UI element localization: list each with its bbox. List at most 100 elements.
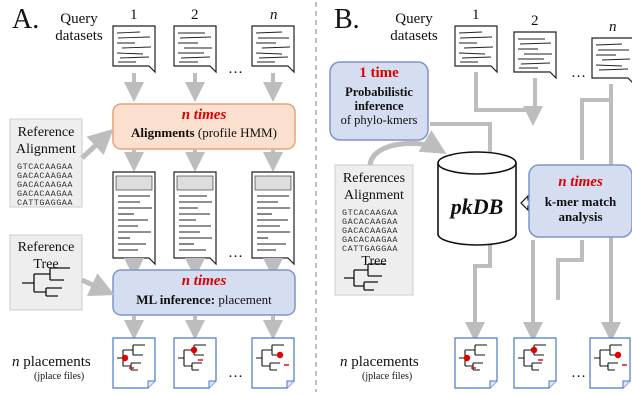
query-label-line2: datasets — [55, 28, 103, 44]
panel-b-query-label: Query datasets — [385, 11, 443, 45]
panel-a-letter: A. — [12, 4, 40, 35]
reference-alignment-label: Reference Alignment — [10, 124, 82, 158]
kmer-box-line2: analysis — [558, 209, 603, 224]
placement-dot — [530, 346, 538, 354]
reference-alignment-sequences: GTCACAAGAA GACACAAGAA GACACAAGAA GACACAA… — [17, 163, 73, 208]
prob-box-line1: Probabilistic — [345, 85, 413, 99]
ml-box-text: n times ML inference: placement — [113, 273, 295, 307]
panel-a-query-label: Query datasets — [50, 11, 108, 45]
aligned-doc-a1 — [112, 171, 156, 266]
ellipsis-placements-b: … — [571, 365, 586, 381]
query-doc-b2 — [513, 31, 557, 80]
placement-doc-b1 — [454, 337, 498, 389]
placements-n: n — [340, 354, 348, 370]
prob-box-text: 1 time Probabilistic inference of phylo-… — [330, 65, 428, 128]
references-box — [334, 164, 414, 296]
kmer-box-title: n times — [558, 174, 603, 190]
seq-line: GTCACAAGAA — [17, 162, 74, 172]
placement-doc-b2 — [513, 337, 557, 389]
query-label-line1: Query — [395, 11, 433, 27]
prob-box-line2: inference — [354, 99, 404, 113]
placement-dot — [276, 351, 284, 359]
references-tree-label: Tree — [361, 254, 387, 269]
placement-doc-an — [251, 337, 295, 389]
aligned-doc-an — [251, 171, 295, 266]
aligned-doc-a2 — [173, 171, 217, 266]
seq-line: CATTGAGGAA — [342, 244, 399, 254]
ml-box-rest: placement — [215, 292, 272, 307]
dataset-number-bn: n — [609, 19, 617, 35]
reference-tree-icon-b — [344, 263, 386, 291]
panel-b-letter: B. — [334, 4, 360, 35]
placement-dot — [463, 354, 471, 362]
placements-sub-b: (jplace files) — [362, 371, 413, 382]
references-label: References Alignment — [335, 170, 413, 204]
placements-label-a: n placements — [12, 355, 91, 370]
query-label-line2: datasets — [390, 28, 438, 44]
seq-line: GTCACAAGAA — [342, 208, 399, 218]
ellipsis-aligned-a: … — [228, 245, 243, 261]
reference-tree-icon-a — [22, 267, 70, 297]
reference-tree-label: Reference Tree — [10, 239, 82, 273]
prob-box-title: 1 time — [359, 65, 399, 81]
alignment-box-rest: (profile HMM) — [194, 125, 277, 140]
references-line1: References — [342, 171, 406, 186]
dataset-number-b1: 1 — [472, 7, 480, 23]
seq-line: CATTGAGGAA — [17, 198, 74, 208]
placements-sub-a: (jplace files) — [34, 371, 85, 382]
prob-box-line3: of phylo-kmers — [340, 113, 418, 127]
alignment-box — [112, 103, 296, 150]
seq-line: GACACAAGAA — [342, 217, 399, 227]
placement-dot — [121, 354, 129, 362]
seq-line: GACACAAGAA — [17, 189, 74, 199]
query-doc-a1 — [112, 25, 156, 74]
ref-align-line1: Reference — [17, 125, 75, 140]
placements-label-b: n placements — [340, 355, 419, 370]
seq-line: GACACAAGAA — [342, 226, 399, 236]
pkdb-label: pkDB — [450, 194, 504, 219]
ellipsis-query-a: … — [228, 61, 243, 77]
alignment-box-title: n times — [181, 107, 227, 123]
seq-line: GACACAAGAA — [17, 171, 74, 181]
query-label-line1: Query — [60, 11, 98, 27]
alignment-box-text: n times Alignments (profile HMM) — [113, 107, 295, 140]
ref-align-line2: Alignment — [16, 142, 76, 157]
dataset-number-2: 2 — [191, 7, 199, 23]
kmer-box-line1: k-mer match — [544, 194, 617, 209]
placement-dot — [190, 346, 198, 354]
alignment-box-sub: Alignments (profile HMM) — [113, 126, 295, 139]
reference-alignment-box — [9, 118, 83, 208]
query-doc-a2 — [173, 25, 217, 74]
ml-box-title: n times — [181, 273, 227, 289]
ref-tree-line2: Tree — [33, 257, 59, 272]
references-line2: Alignment — [344, 188, 404, 203]
placements-word: placements — [19, 354, 91, 370]
query-doc-bn — [591, 37, 632, 83]
ml-box-bold: ML inference: — [136, 292, 216, 307]
dataset-number-n: n — [270, 7, 278, 23]
seq-line: GACACAAGAA — [342, 235, 399, 245]
placements-word: placements — [347, 354, 419, 370]
ellipsis-query-b: … — [571, 65, 586, 81]
placement-doc-a2 — [173, 337, 217, 389]
seq-line: GACACAAGAA — [17, 180, 74, 190]
placement-dot — [614, 351, 622, 359]
ellipsis-placements-a: … — [228, 365, 243, 381]
query-doc-b1 — [454, 25, 498, 74]
query-doc-an — [251, 25, 295, 74]
probabilistic-inference-box — [329, 61, 429, 141]
ref-tree-line1: Reference — [17, 240, 75, 255]
references-sequences: GTCACAAGAA GACACAAGAA GACACAAGAA GACACAA… — [342, 209, 398, 254]
dataset-number-1: 1 — [130, 7, 138, 23]
placement-doc-a1 — [112, 337, 156, 389]
kmer-match-box — [528, 164, 632, 238]
dataset-number-b2: 2 — [531, 13, 539, 29]
kmer-box-text: n times k-mer match analysis — [529, 174, 632, 225]
ml-box-sub: ML inference: placement — [113, 293, 295, 306]
pkdb-cylinder — [437, 151, 517, 246]
reference-tree-box — [9, 234, 83, 311]
placements-n: n — [12, 354, 20, 370]
placement-doc-bn — [589, 337, 631, 389]
